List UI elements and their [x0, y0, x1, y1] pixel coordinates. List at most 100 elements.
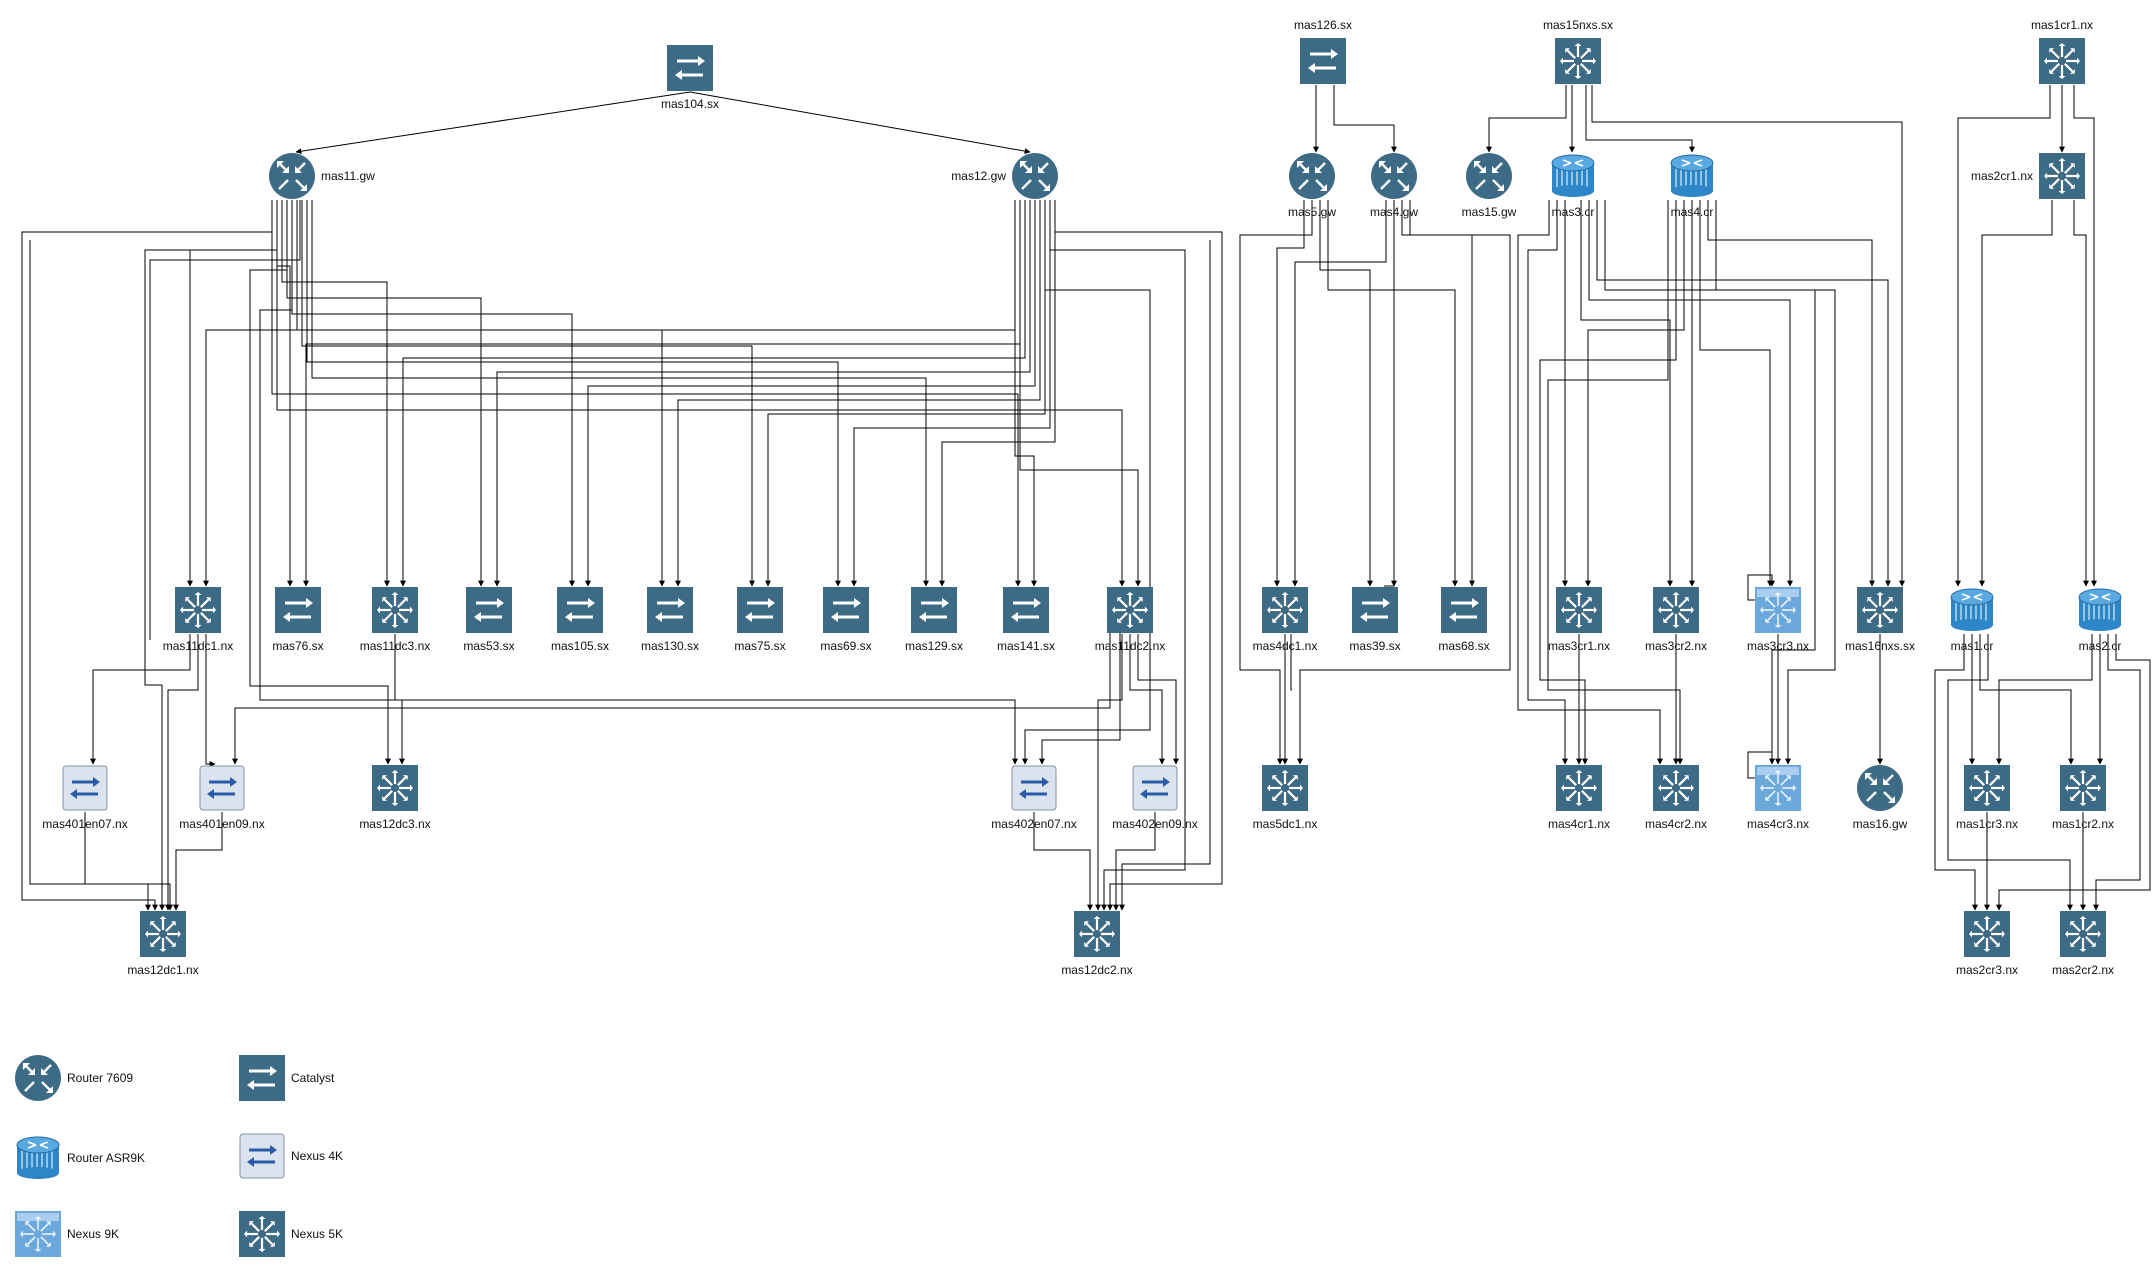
catalyst-switch-icon	[275, 587, 321, 633]
node-mas75-sx[interactable]: mas75.sx	[734, 587, 786, 653]
node-label: mas69.sx	[820, 639, 872, 653]
node-mas12dc1-nx[interactable]: mas12dc1.nx	[127, 911, 199, 977]
node-mas11dc3-nx[interactable]: mas11dc3.nx	[360, 587, 430, 653]
node-mas105-sx[interactable]: mas105.sx	[551, 587, 609, 653]
node-mas4cr2-nx[interactable]: mas4cr2.nx	[1645, 765, 1707, 831]
node-mas11dc2-nx[interactable]: mas11dc2.nx	[1095, 587, 1165, 653]
node-mas5dc1-nx[interactable]: mas5dc1.nx	[1253, 765, 1317, 831]
node-mas76-sx[interactable]: mas76.sx	[272, 587, 324, 653]
connection-line	[291, 200, 575, 587]
node-mas68-sx[interactable]: mas68.sx	[1438, 587, 1490, 653]
node-mas53-sx[interactable]: mas53.sx	[463, 587, 515, 653]
nexus-5k-switch-icon	[140, 911, 186, 957]
nexus-5k-switch-icon	[1262, 765, 1308, 811]
node-mas4-gw[interactable]: mas4.gw	[1370, 153, 1418, 219]
node-mas5-gw[interactable]: mas5.gw	[1288, 153, 1336, 219]
node-label: mas12dc1.nx	[127, 963, 199, 977]
connection-line	[1591, 85, 1905, 587]
node-mas1cr3-nx[interactable]: mas1cr3.nx	[1956, 765, 2018, 831]
node-mas1-cr[interactable]: mas1.cr	[1949, 587, 1995, 653]
catalyst-switch-icon	[557, 587, 603, 633]
node-mas2cr2-nx[interactable]: mas2cr2.nx	[2052, 911, 2114, 977]
node-mas3cr1-nx[interactable]: mas3cr1.nx	[1548, 587, 1610, 653]
node-mas401en09-nx[interactable]: mas401en09.nx	[179, 765, 265, 831]
node-mas4-cr[interactable]: mas4.cr	[1669, 153, 1715, 219]
nexus-5k-switch-icon	[1964, 765, 2010, 811]
node-label: mas402en09.nx	[1112, 817, 1198, 831]
router-7609-icon	[1466, 153, 1512, 199]
nexus-4k-switch-icon	[62, 765, 108, 811]
connection-line	[259, 200, 1018, 765]
node-mas16nxs-sx[interactable]: mas16nxs.sx	[1845, 587, 1915, 653]
connection-line	[296, 200, 665, 587]
nexus-5k-switch-icon	[1653, 765, 1699, 811]
connection-line	[675, 200, 1041, 587]
node-mas126-sx[interactable]: mas126.sx	[1294, 18, 1352, 84]
node-mas401en07-nx[interactable]: mas401en07.nx	[42, 765, 128, 831]
node-mas141-sx[interactable]: mas141.sx	[997, 587, 1055, 653]
connection-line	[173, 812, 223, 911]
nexus-5k-switch-icon	[1074, 911, 1120, 957]
node-mas2cr1-nx[interactable]: mas2cr1.nx	[1971, 153, 2085, 199]
connection-line	[1401, 200, 1475, 587]
catalyst-switch-icon	[823, 587, 869, 633]
node-mas69-sx[interactable]: mas69.sx	[820, 587, 872, 653]
router-asr9k-icon	[2078, 588, 2122, 631]
node-label: mas1.cr	[1950, 639, 1994, 653]
node-mas3cr2-nx[interactable]: mas3cr2.nx	[1645, 587, 1707, 653]
connection-line	[1539, 200, 1677, 765]
node-mas4cr3-nx[interactable]: mas4cr3.nx	[1747, 765, 1809, 831]
connection-line	[1947, 634, 2073, 911]
node-mas2-cr[interactable]: mas2.cr	[2077, 587, 2123, 653]
node-mas1cr1-nx[interactable]: mas1cr1.nx	[2031, 18, 2093, 84]
connection-line	[276, 200, 293, 587]
node-label: mas4cr1.nx	[1547, 817, 1611, 831]
node-mas4dc1-nx[interactable]: mas4dc1.nx	[1253, 587, 1317, 653]
connection-line	[1054, 200, 1223, 911]
connection-line	[1955, 85, 2051, 587]
node-mas2cr3-nx[interactable]: mas2cr3.nx	[1956, 911, 2018, 977]
node-mas15-gw[interactable]: mas15.gw	[1462, 153, 1516, 219]
node-mas1cr2-nx[interactable]: mas1cr2.nx	[2052, 765, 2114, 831]
nexus-5k-switch-icon	[1556, 587, 1602, 633]
node-mas11dc1-nx[interactable]: mas11dc1.nx	[163, 587, 233, 653]
connection-line	[1588, 200, 1793, 587]
connection-line	[1019, 200, 1141, 587]
node-mas129-sx[interactable]: mas129.sx	[905, 587, 963, 653]
connection-line	[2073, 85, 2097, 587]
catalyst-switch-icon	[647, 587, 693, 633]
connection-line	[1934, 634, 1978, 911]
connection-line	[1585, 85, 1695, 153]
node-label: mas68.sx	[1438, 639, 1490, 653]
node-mas12-gw[interactable]: mas12.gw	[951, 153, 1058, 199]
nexus-9k-switch-icon	[15, 1211, 61, 1257]
node-mas104-sx[interactable]: mas104.sx	[661, 45, 719, 111]
nexus-4k-switch-icon	[1011, 765, 1057, 811]
node-mas39-sx[interactable]: mas39.sx	[1349, 587, 1401, 653]
node-mas15nxs-sx[interactable]: mas15nxs.sx	[1543, 18, 1613, 84]
node-mas4cr1-nx[interactable]: mas4cr1.nx	[1548, 765, 1610, 831]
node-mas12dc2-nx[interactable]: mas12dc2.nx	[1061, 911, 1133, 977]
node-mas16-gw[interactable]: mas16.gw	[1853, 765, 1907, 831]
node-mas402en09-nx[interactable]: mas402en09.nx	[1112, 765, 1198, 831]
node-mas402en07-nx[interactable]: mas402en07.nx	[991, 765, 1077, 831]
node-label: mas15.gw	[1461, 205, 1517, 219]
node-mas3cr3-nx[interactable]: mas3cr3.nx	[1747, 587, 1809, 653]
connection-line	[205, 634, 216, 767]
node-label: mas12dc3.nx	[359, 817, 431, 831]
node-label: mas3cr1.nx	[1547, 639, 1611, 653]
node-mas11-gw[interactable]: mas11.gw	[269, 153, 375, 199]
connection-line	[1699, 200, 1773, 587]
connection-line	[1979, 634, 2074, 765]
node-label: mas2cr2.nx	[2051, 963, 2115, 977]
connection-line	[1747, 751, 1773, 779]
catalyst-switch-icon	[1441, 587, 1487, 633]
node-mas12dc3-nx[interactable]: mas12dc3.nx	[359, 765, 431, 831]
catalyst-switch-icon	[667, 45, 713, 91]
node-mas130-sx[interactable]: mas130.sx	[641, 587, 699, 653]
connection-line	[2073, 200, 2089, 587]
nexus-5k-switch-icon	[2060, 765, 2106, 811]
node-mas3-cr[interactable]: mas3.cr	[1550, 153, 1596, 219]
